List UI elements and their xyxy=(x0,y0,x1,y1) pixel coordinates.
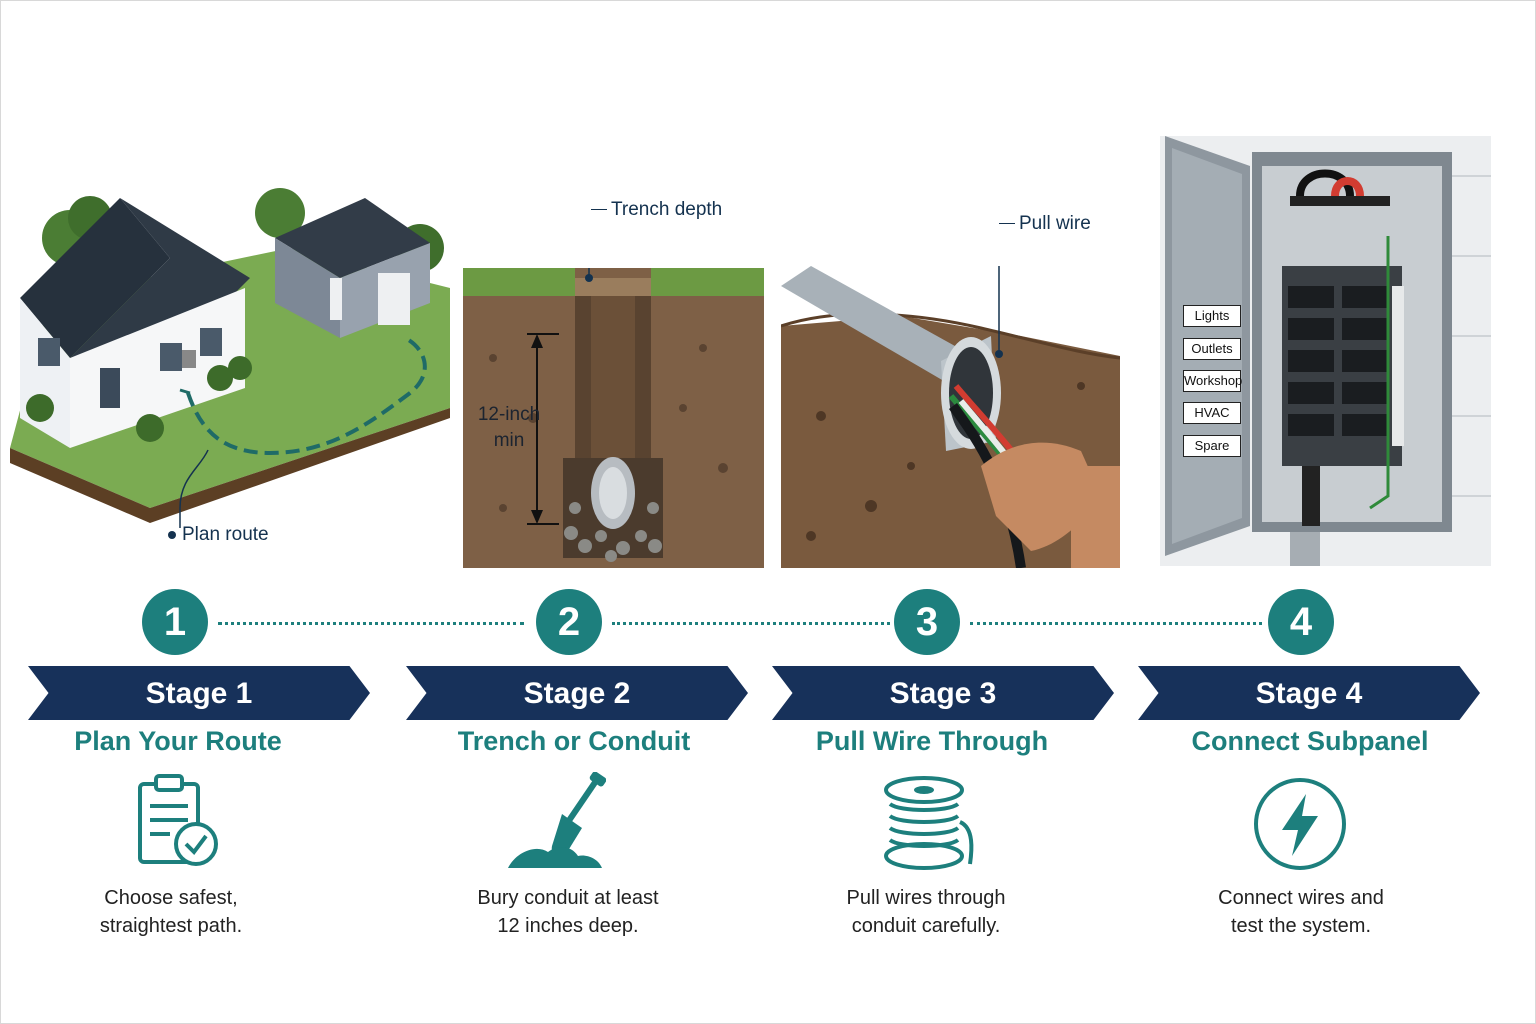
callout-leader xyxy=(591,209,607,211)
stage-4-desc-line-1: Connect wires and xyxy=(1218,887,1384,909)
pull-wire-callout: Pull wire xyxy=(999,213,1091,235)
stage-3-title: Pull Wire Through xyxy=(815,726,1049,756)
stage-2-desc-line-1: Bury conduit at least xyxy=(477,887,659,909)
depth-line-1: 12-inch xyxy=(477,404,541,425)
breaker-tag-workshop: Workshop xyxy=(1183,370,1242,392)
stage-1-number: 1 xyxy=(142,589,208,655)
pull-wire-label: Pull wire xyxy=(1019,213,1091,234)
stage-3-desc-line-1: Pull wires through xyxy=(846,887,1006,909)
trench-depth-label: Trench depth xyxy=(611,199,723,220)
timeline-connector-3-4 xyxy=(970,622,1262,625)
stage-3-description: Pull wires through conduit carefully. xyxy=(776,884,1076,940)
shovel-icon xyxy=(506,771,607,877)
house-route-illustration xyxy=(10,178,450,528)
wire-spool-icon xyxy=(880,772,980,877)
stage-2-number: 2 xyxy=(536,589,602,655)
stage-1-banner: Stage 1 xyxy=(28,666,370,720)
breaker-tag-spare: Spare xyxy=(1183,435,1241,457)
pull-wire-illustration xyxy=(781,266,1120,568)
stage-4-description: Connect wires and test the system. xyxy=(1151,884,1451,940)
stage-3-banner: Stage 3 xyxy=(772,666,1114,720)
breaker-tag-hvac: HVAC xyxy=(1183,402,1241,424)
depth-line-2: min xyxy=(493,430,525,451)
stage-4-desc-line-2: test the system. xyxy=(1230,915,1372,937)
stage-1-desc-line-1: Choose safest, xyxy=(104,887,238,909)
stage-2-description: Bury conduit at least 12 inches deep. xyxy=(418,884,718,940)
stage-4-title: Connect Subpanel xyxy=(1191,726,1429,756)
lightning-bolt-icon xyxy=(1252,776,1348,877)
stage-1-description: Choose safest, straightest path. xyxy=(21,884,321,940)
stage-4-banner: Stage 4 xyxy=(1138,666,1480,720)
stage-2-desc-line-2: 12 inches deep. xyxy=(497,915,639,937)
breaker-tag-lights: Lights xyxy=(1183,305,1241,327)
callout-dot xyxy=(168,530,176,539)
callout-leader xyxy=(999,223,1015,225)
stage-1-title: Plan Your Route xyxy=(74,726,282,756)
depth-dimension-label: 12-inch min xyxy=(470,402,548,454)
stage-2-banner: Stage 2 xyxy=(406,666,748,720)
plan-route-label: Plan route xyxy=(182,524,269,545)
timeline-connector-2-3 xyxy=(612,622,890,625)
clipboard-check-icon xyxy=(134,772,224,877)
stage-4-number: 4 xyxy=(1268,589,1334,655)
plan-route-callout: Plan route xyxy=(168,524,269,546)
breaker-tag-outlets: Outlets xyxy=(1183,338,1241,360)
trench-illustration xyxy=(463,268,764,568)
trench-depth-callout: Trench depth xyxy=(591,199,722,221)
stage-3-desc-line-2: conduit carefully. xyxy=(851,915,1001,937)
stage-3-number: 3 xyxy=(894,589,960,655)
stage-1-desc-line-2: straightest path. xyxy=(99,915,243,937)
timeline-connector-1-2 xyxy=(218,622,524,625)
stage-2-title: Trench or Conduit xyxy=(457,726,691,756)
